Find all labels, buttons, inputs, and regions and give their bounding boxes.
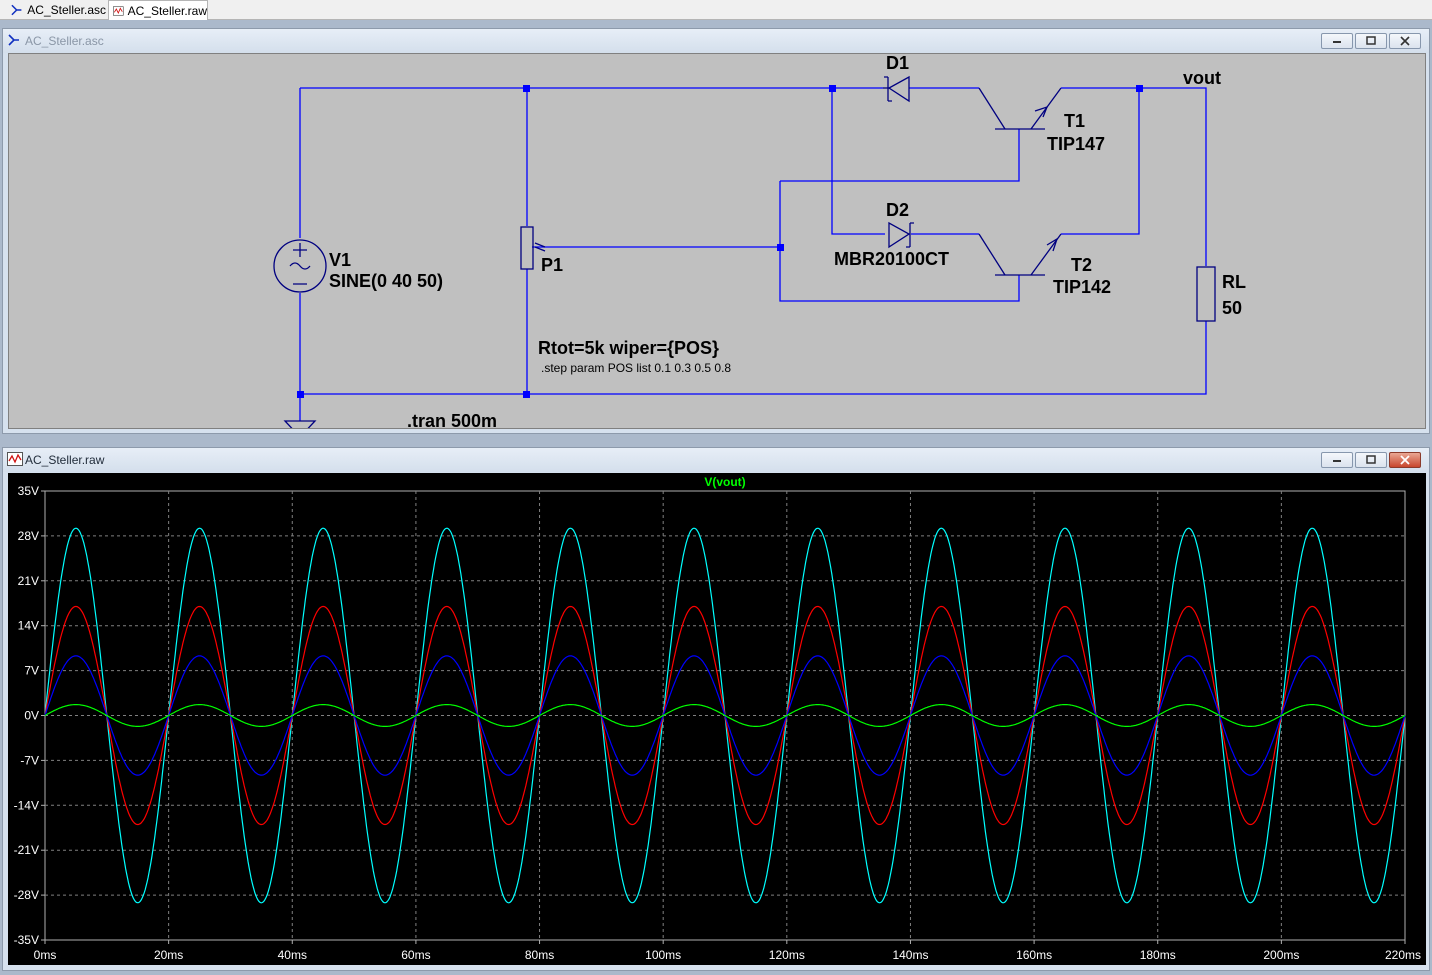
restore-icon bbox=[1366, 36, 1376, 45]
document-tab-strip: AC_Steller.asc AC_Steller.raw bbox=[0, 0, 1432, 20]
junction-dot bbox=[1136, 85, 1143, 92]
restore-icon bbox=[1366, 455, 1376, 464]
x-axis-ticks: 0ms 20ms 40ms 60ms 80ms 100ms 120ms 140ms 160ms 1… bbox=[34, 940, 1421, 962]
waveform-chart: V(vout) 35V 28V 21V 14V 7V 0V -7V -14V -21V -28V -… bbox=[14, 475, 1421, 962]
label-p1: P1 bbox=[541, 255, 563, 275]
transistor-t2[interactable] bbox=[978, 233, 1062, 276]
x-tick-label: 20ms bbox=[154, 948, 183, 962]
wire bbox=[831, 88, 885, 235]
tab-schematic[interactable]: AC_Steller.asc bbox=[6, 0, 106, 20]
label-t2-model: TIP142 bbox=[1053, 277, 1111, 297]
y-axis-ticks: 35V 28V 21V 14V 7V 0V -7V -14V -21V -28V -35V bbox=[14, 484, 45, 947]
close-icon bbox=[1400, 455, 1410, 465]
potentiometer-p1[interactable] bbox=[520, 226, 546, 270]
junction-dot bbox=[523, 391, 530, 398]
x-tick-label: 220ms bbox=[1385, 948, 1421, 962]
schematic-drawing: D1 D2 MBR20100CT T1 TIP147 T2 TIP142 vou… bbox=[273, 54, 1246, 429]
window-title: AC_Steller.asc bbox=[25, 34, 104, 48]
x-tick-label: 80ms bbox=[525, 948, 554, 962]
waveform-icon bbox=[7, 452, 23, 466]
label-d2: D2 bbox=[886, 200, 909, 220]
x-tick-label: 180ms bbox=[1140, 948, 1176, 962]
minimize-icon bbox=[1333, 41, 1341, 43]
window-title: AC_Steller.raw bbox=[25, 453, 105, 467]
x-tick-label: 60ms bbox=[401, 948, 430, 962]
label-rl-value: 50 bbox=[1222, 298, 1242, 318]
wire bbox=[1061, 87, 1207, 266]
ground-symbol bbox=[283, 420, 317, 428]
x-tick-label: 0ms bbox=[34, 948, 57, 962]
x-tick-label: 160ms bbox=[1016, 948, 1052, 962]
y-tick-label: -7V bbox=[20, 753, 39, 767]
schematic-canvas[interactable]: D1 D2 MBR20100CT T1 TIP147 T2 TIP142 vou… bbox=[8, 53, 1426, 429]
restore-button[interactable] bbox=[1355, 33, 1387, 49]
x-tick-label: 120ms bbox=[769, 948, 805, 962]
restore-button[interactable] bbox=[1355, 452, 1387, 468]
wire bbox=[1061, 88, 1140, 235]
diode-d2[interactable] bbox=[888, 221, 914, 249]
resistor-rl[interactable] bbox=[1196, 266, 1216, 322]
label-v1-value: SINE(0 40 50) bbox=[329, 271, 443, 291]
net-label-vout: vout bbox=[1183, 68, 1221, 88]
x-tick-label: 140ms bbox=[892, 948, 928, 962]
y-tick-label: -21V bbox=[14, 843, 39, 857]
label-t1-model: TIP147 bbox=[1047, 134, 1105, 154]
label-d1: D1 bbox=[886, 54, 909, 73]
series-line-3 bbox=[44, 704, 1406, 727]
schematic-icon bbox=[11, 4, 22, 16]
x-tick-label: 100ms bbox=[645, 948, 681, 962]
junction-dot bbox=[297, 391, 304, 398]
label-d2-model: MBR20100CT bbox=[834, 249, 949, 269]
voltage-source-v1[interactable] bbox=[273, 239, 327, 293]
y-tick-label: -35V bbox=[14, 933, 39, 947]
trace-label-vout[interactable]: V(vout) bbox=[704, 475, 745, 489]
tab-waveform[interactable]: AC_Steller.raw bbox=[108, 0, 208, 20]
transistor-t1[interactable] bbox=[978, 87, 1062, 130]
waveform-icon bbox=[113, 5, 124, 16]
wire bbox=[300, 321, 1207, 395]
junction-dot bbox=[523, 85, 530, 92]
wire bbox=[780, 129, 1020, 182]
close-icon bbox=[1400, 36, 1410, 46]
diode-d1[interactable] bbox=[883, 75, 910, 103]
waveform-plot-pane[interactable]: V(vout) 35V 28V 21V 14V 7V 0V -7V -14V -21V -28V -… bbox=[8, 473, 1426, 965]
close-button[interactable] bbox=[1389, 452, 1421, 468]
y-tick-label: -28V bbox=[14, 888, 39, 902]
label-v1: V1 bbox=[329, 250, 351, 270]
y-tick-label: 28V bbox=[18, 529, 39, 543]
tran-directive[interactable]: .tran 500m bbox=[407, 411, 497, 429]
y-tick-label: -14V bbox=[14, 798, 39, 812]
y-tick-label: 14V bbox=[18, 619, 39, 633]
label-p1-params: Rtot=5k wiper={POS} bbox=[538, 338, 719, 358]
minimize-button[interactable] bbox=[1321, 33, 1353, 49]
x-tick-label: 40ms bbox=[278, 948, 307, 962]
label-t2: T2 bbox=[1071, 255, 1092, 275]
step-directive[interactable]: .step param POS list 0.1 0.3 0.5 0.8 bbox=[541, 361, 731, 375]
series bbox=[44, 527, 1406, 904]
minimize-button[interactable] bbox=[1321, 452, 1353, 468]
label-rl: RL bbox=[1222, 272, 1246, 292]
y-tick-label: 7V bbox=[24, 664, 39, 678]
schematic-icon bbox=[8, 34, 19, 46]
tab-label: AC_Steller.raw bbox=[127, 3, 207, 18]
y-tick-label: 21V bbox=[18, 574, 39, 588]
close-button[interactable] bbox=[1389, 33, 1421, 49]
y-tick-label: 35V bbox=[18, 484, 39, 498]
schematic-titlebar[interactable]: AC_Steller.asc bbox=[3, 29, 1429, 53]
tab-label: AC_Steller.asc bbox=[27, 3, 106, 17]
junctions bbox=[297, 85, 1143, 398]
label-t1: T1 bbox=[1064, 111, 1085, 131]
junction-dot bbox=[829, 85, 836, 92]
y-tick-label: 0V bbox=[24, 709, 39, 723]
minimize-icon bbox=[1333, 460, 1341, 462]
x-tick-label: 200ms bbox=[1263, 948, 1299, 962]
wires bbox=[299, 87, 1207, 421]
wire bbox=[779, 181, 1020, 302]
waveform-titlebar[interactable]: AC_Steller.raw bbox=[3, 448, 1429, 472]
junction-dot bbox=[777, 244, 784, 251]
